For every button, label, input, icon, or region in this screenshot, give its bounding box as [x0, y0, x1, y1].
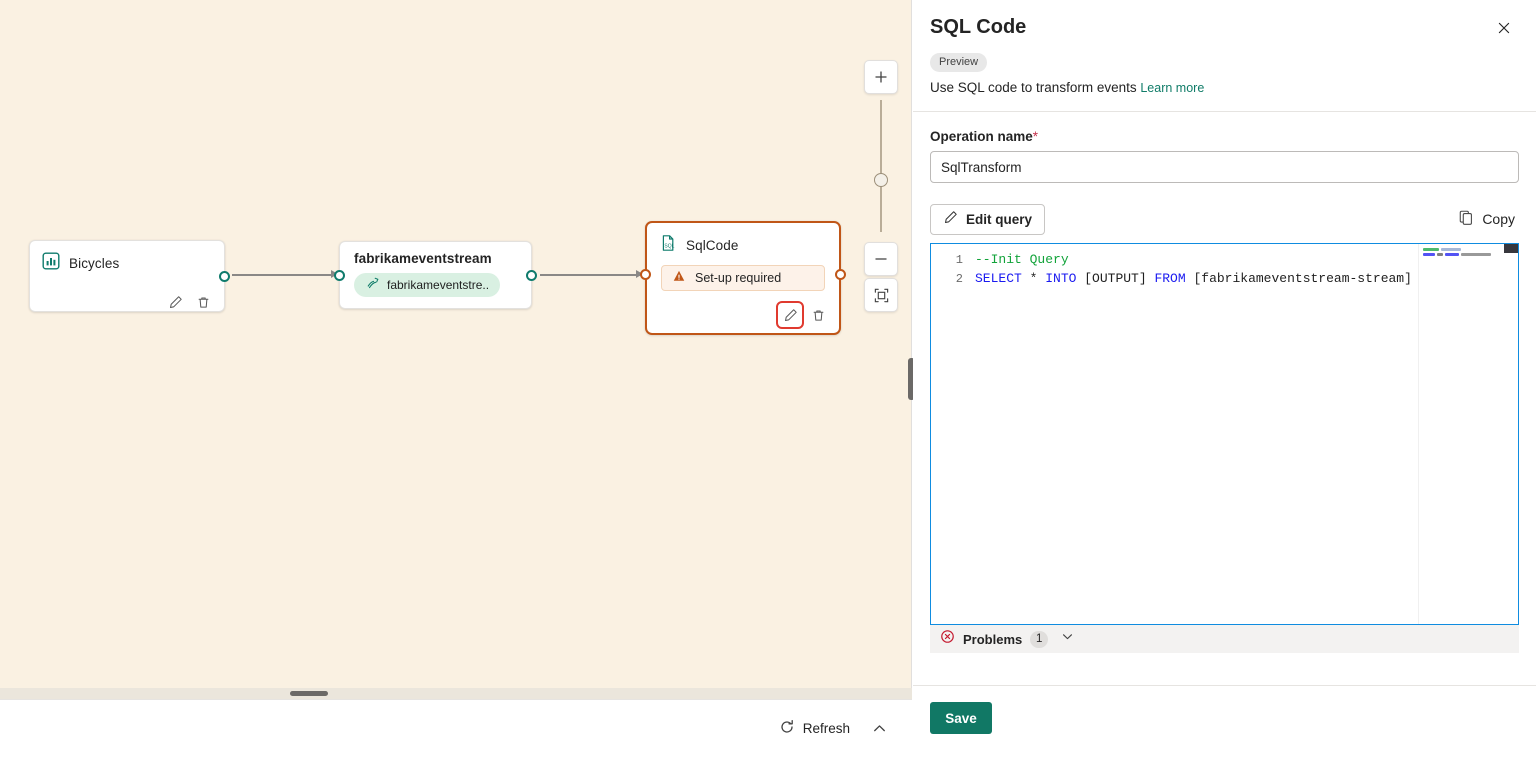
line-number: 1 [955, 252, 963, 267]
stream-pill[interactable]: fabrikameventstre... [354, 273, 500, 297]
page-title: SQL Code [930, 16, 1027, 38]
status-badge: Set-up required [661, 265, 825, 291]
node-header: Bicycles [30, 241, 224, 275]
line-number: 2 [955, 271, 963, 286]
refresh-label: Refresh [802, 721, 850, 736]
node-action-bar [647, 301, 839, 332]
panel-description: Use SQL code to transform events Learn m… [930, 80, 1536, 95]
edge-bicycles-to-eventstream [232, 274, 337, 276]
chevron-up-icon[interactable] [868, 718, 890, 740]
node-action-bar [30, 291, 224, 319]
refresh-button[interactable]: Refresh [779, 719, 850, 738]
edit-query-button[interactable]: Edit query [930, 203, 1046, 235]
copy-label: Copy [1482, 211, 1515, 227]
error-circle-icon [940, 629, 955, 649]
copy-icon [1458, 209, 1475, 229]
node-output-port[interactable] [835, 269, 846, 280]
canvas-node-sqlcode[interactable]: SQL SqlCode Set-up required [640, 221, 846, 335]
node-output-port[interactable] [526, 270, 537, 281]
zoom-in-button[interactable] [864, 60, 898, 94]
node-input-port[interactable] [334, 270, 345, 281]
pencil-icon [943, 210, 958, 228]
problems-count-badge: 1 [1030, 630, 1049, 648]
panel-resize-handle[interactable] [908, 358, 915, 400]
code-lines[interactable]: 1 --Init Query 2 SELECT * INTO [OUTPUT] FRO… [931, 244, 1418, 624]
node-header: fabrikameventstream [340, 242, 531, 266]
code-line[interactable]: 2 SELECT * INTO [OUTPUT] FROM [fabrikamev… [931, 269, 1418, 288]
eventstream-canvas: Bicycles [0, 0, 912, 757]
zoom-controls [864, 60, 900, 312]
panel-header: SQL Code [913, 0, 1536, 39]
canvas-node-bicycles[interactable]: Bicycles [29, 240, 230, 312]
editor-toolbar: Edit query Copy [930, 202, 1519, 236]
operation-name-input[interactable] [930, 151, 1519, 183]
trash-icon[interactable] [192, 291, 214, 313]
learn-more-link[interactable]: Learn more [1140, 81, 1205, 95]
stream-pill-label: fabrikameventstre... [387, 278, 488, 292]
sql-code-editor[interactable]: 1 --Init Query 2 SELECT * INTO [OUTPUT] FRO… [930, 243, 1519, 625]
edge-arrow-2 [636, 270, 643, 278]
zoom-slider-thumb[interactable] [874, 173, 888, 187]
sql-document-icon: SQL [659, 234, 677, 257]
editor-minimap[interactable] [1418, 244, 1504, 624]
preview-badge: Preview [930, 53, 988, 72]
edit-query-label: Edit query [966, 211, 1033, 227]
problems-label: Problems [963, 631, 1023, 647]
pencil-icon[interactable] [164, 291, 186, 313]
canvas-bottom-bar: Refresh [0, 699, 912, 757]
scrollbar-thumb[interactable] [1504, 244, 1518, 253]
svg-text:SQL: SQL [664, 244, 674, 250]
fit-to-screen-icon[interactable] [864, 278, 898, 312]
status-badge-label: Set-up required [695, 271, 782, 285]
node-title: SqlCode [686, 238, 739, 253]
zoom-slider-track[interactable] [880, 100, 882, 232]
warning-triangle-icon [672, 269, 686, 288]
zoom-out-button[interactable] [864, 242, 898, 276]
trash-icon[interactable] [807, 304, 829, 326]
node-title: Bicycles [69, 256, 120, 271]
bar-chart-icon [42, 252, 60, 275]
canvas-node-eventstream[interactable]: fabrikameventstream fabrikameventstre... [334, 241, 537, 309]
panel-description-text: Use SQL code to transform events [930, 80, 1137, 95]
save-button[interactable]: Save [930, 702, 992, 734]
refresh-icon [779, 719, 795, 738]
scrollbar-thumb[interactable] [290, 691, 328, 696]
stream-icon [366, 276, 380, 295]
node-output-port[interactable] [219, 271, 230, 282]
divider [913, 111, 1536, 112]
required-marker: * [1032, 129, 1039, 144]
problems-bar[interactable]: Problems 1 [930, 625, 1519, 653]
panel-footer: Save [913, 685, 1536, 757]
operation-name-label-text: Operation name [930, 129, 1033, 144]
node-header: SQL SqlCode [647, 223, 839, 257]
code-text: SELECT * INTO [OUTPUT] FROM [fabrikameve… [975, 271, 1412, 286]
editor-vertical-scrollbar[interactable] [1504, 244, 1518, 624]
node-input-port[interactable] [640, 269, 651, 280]
code-text: --Init Query [975, 252, 1069, 267]
operation-name-label: Operation name* [930, 129, 1519, 144]
edge-eventstream-to-sqlcode [540, 274, 640, 276]
panel-body: Operation name* Edit query [913, 129, 1536, 653]
canvas-surface[interactable]: Bicycles [0, 0, 911, 699]
close-icon[interactable] [1488, 12, 1520, 44]
chevron-down-icon[interactable] [1060, 629, 1075, 649]
pencil-icon[interactable] [776, 301, 804, 329]
sql-code-panel: SQL Code Preview Use SQL code to transfo… [913, 0, 1536, 757]
node-title: fabrikameventstream [354, 251, 492, 266]
copy-button[interactable]: Copy [1458, 209, 1519, 229]
code-line[interactable]: 1 --Init Query [931, 250, 1418, 269]
canvas-horizontal-scrollbar[interactable] [0, 688, 912, 699]
